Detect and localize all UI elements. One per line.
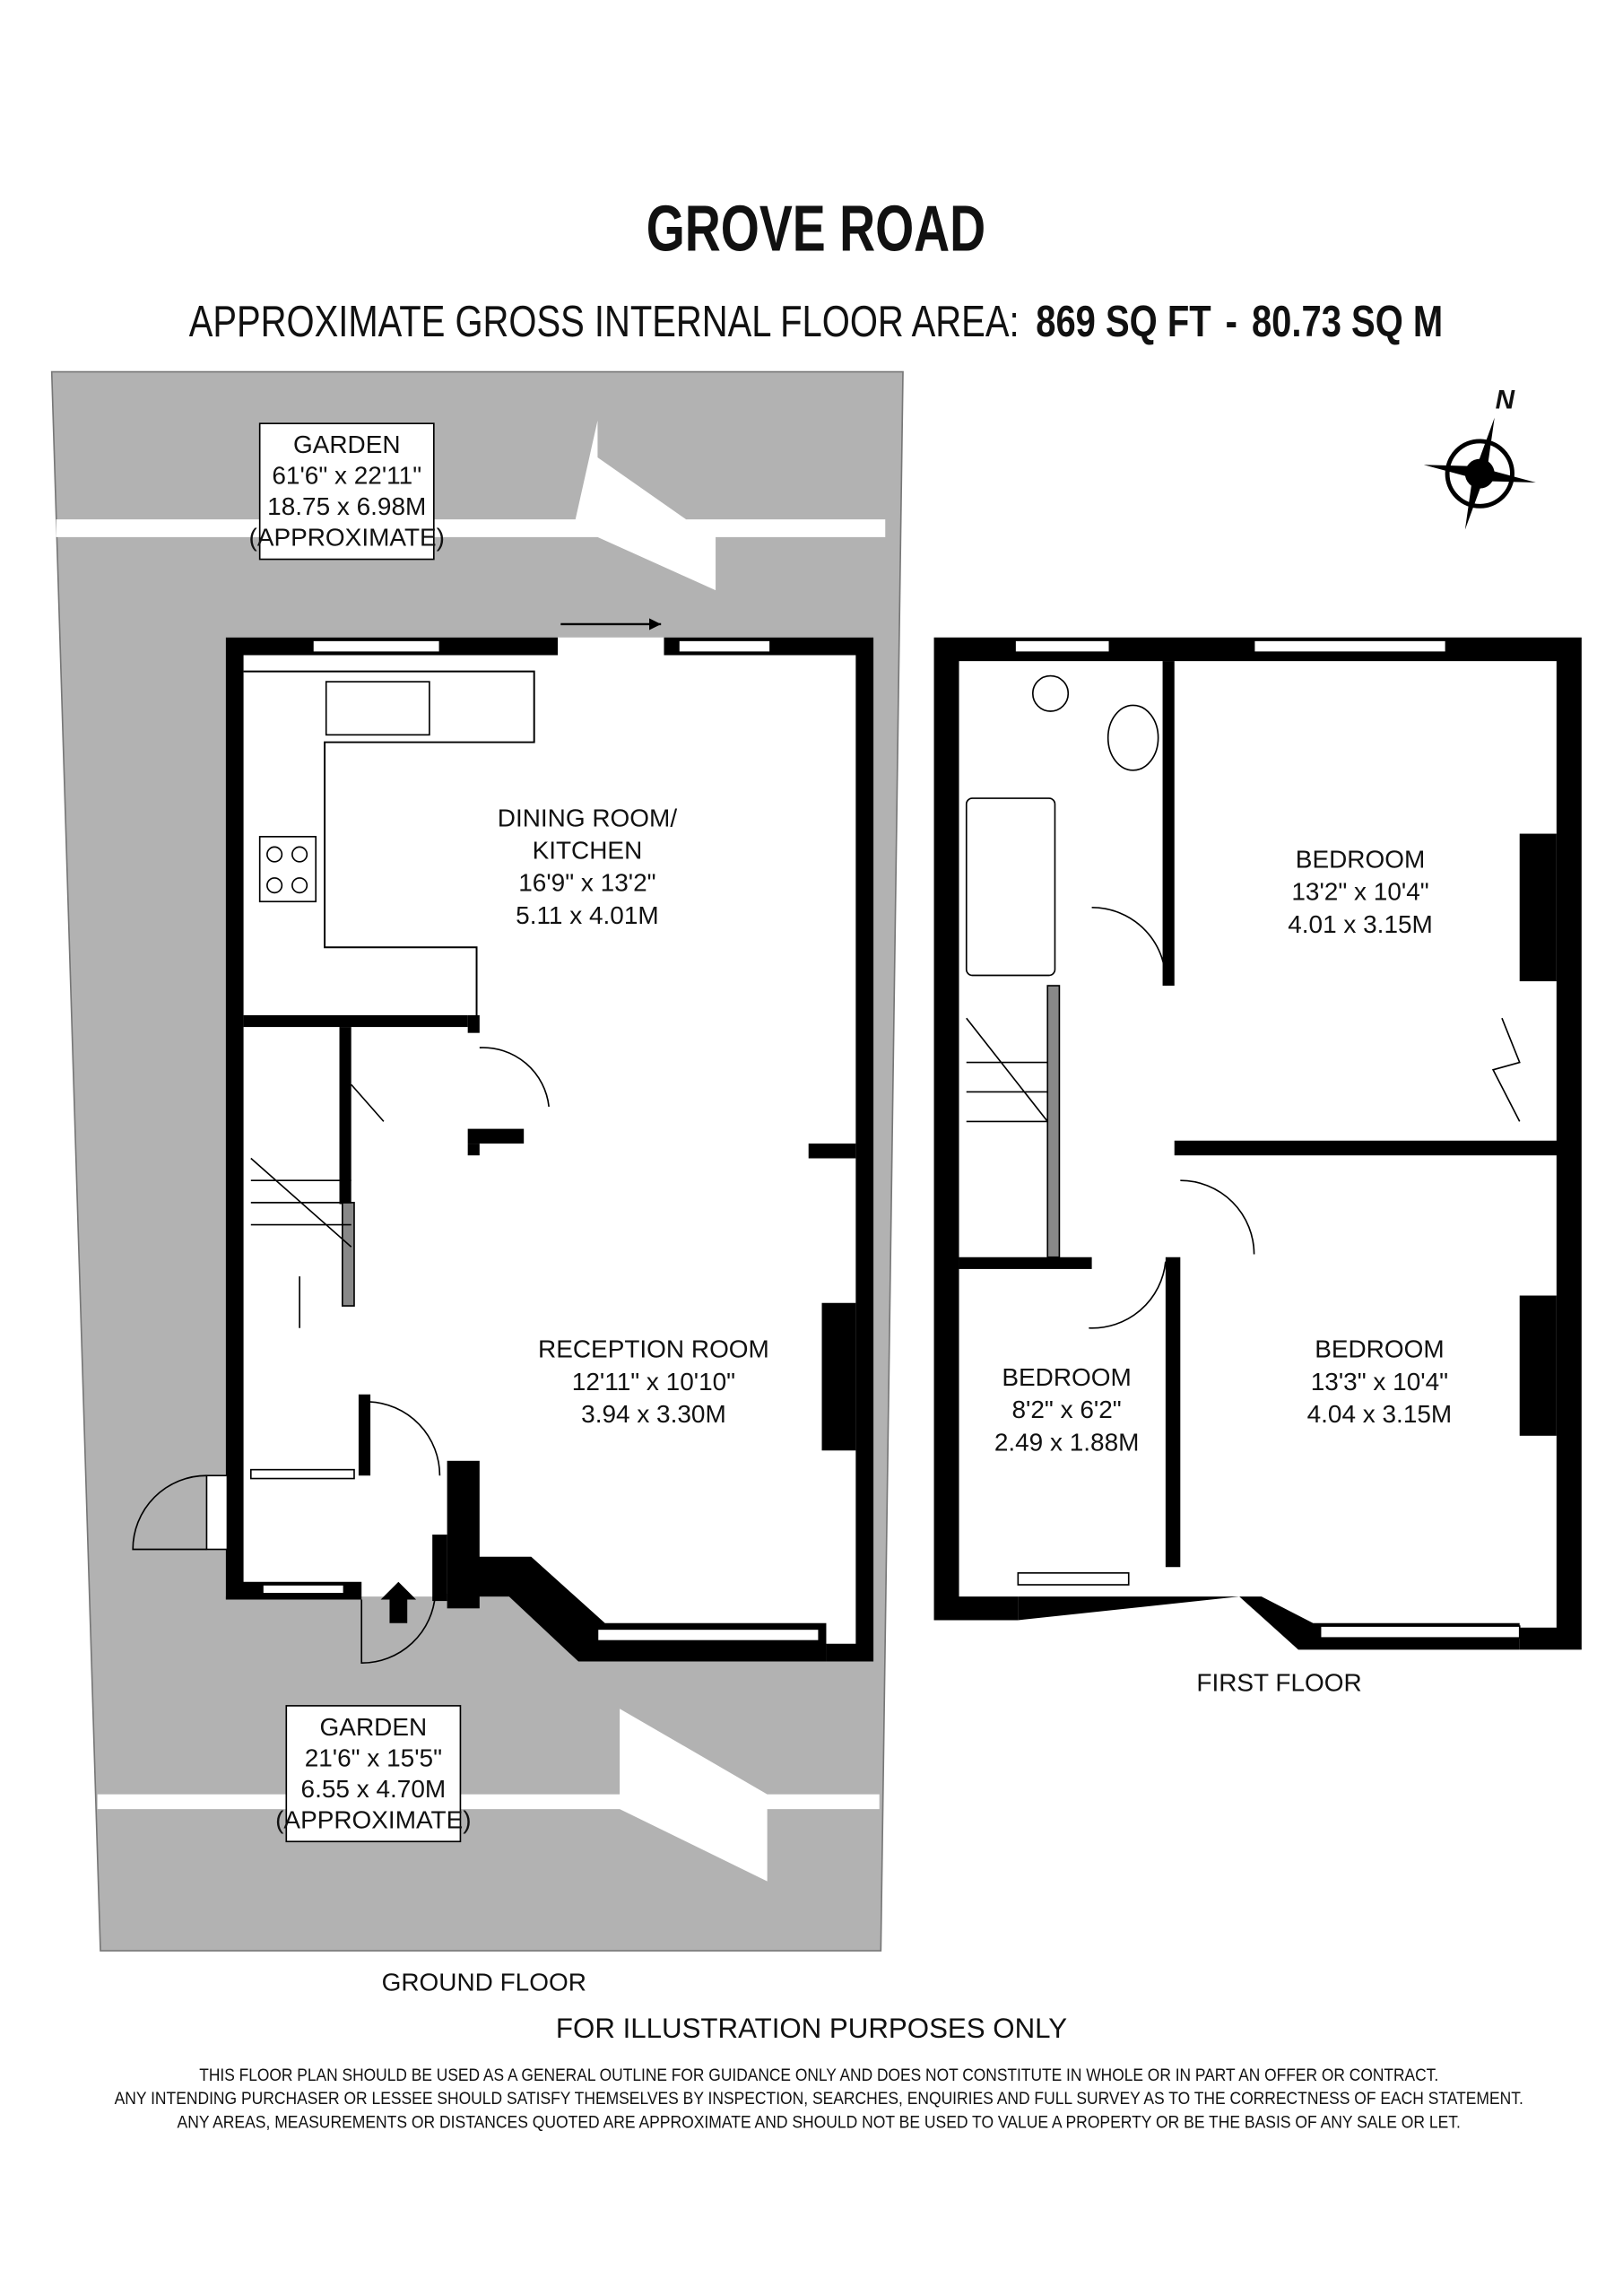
- room-label-reception: RECEPTION ROOM 12'11" x 10'10" 3.94 x 3.…: [538, 1335, 769, 1428]
- room-metric: 4.04 x 3.15M: [1307, 1400, 1453, 1428]
- area-line: APPROXIMATE GROSS INTERNAL FLOOR AREA: 86…: [189, 297, 1443, 346]
- disclaimer-line-2: ANY INTENDING PURCHASER OR LESSEE SHOULD…: [115, 2089, 1523, 2109]
- room-name: RECEPTION ROOM: [538, 1335, 769, 1363]
- garden-note: (APPROXIMATE): [275, 1805, 471, 1833]
- ground-floor-plan: [132, 618, 874, 1665]
- garden-imperial: 21'6" x 15'5": [305, 1744, 442, 1771]
- room-name: BEDROOM: [1002, 1363, 1131, 1391]
- garden-label-top: GARDEN 61'6" x 22'11" 18.75 x 6.98M (APP…: [249, 422, 445, 561]
- compass-north-label: N: [1496, 386, 1515, 415]
- room-label-bedroom-1: BEDROOM 13'2" x 10'4" 4.01 x 3.15M: [1288, 845, 1433, 937]
- room-imperial: 13'2" x 10'4": [1291, 878, 1428, 906]
- basin-icon: [1031, 674, 1070, 712]
- room-imperial: 16'9" x 13'2": [518, 869, 655, 897]
- disclaimer-line-1: THIS FLOOR PLAN SHOULD BE USED AS A GENE…: [199, 2066, 1438, 2085]
- garden-label-bottom: GARDEN 21'6" x 15'5" 6.55 x 4.70M (APPRO…: [275, 1705, 472, 1843]
- area-sqm: 80.73 SQ M: [1252, 297, 1443, 346]
- garden-break-top: [56, 420, 886, 591]
- compass-icon: N: [1423, 386, 1536, 530]
- room-name: DINING ROOM/: [498, 804, 678, 831]
- room-metric: 2.49 x 1.88M: [994, 1428, 1140, 1456]
- first-floor-label: FIRST FLOOR: [1196, 1668, 1361, 1696]
- garden-name: GARDEN: [293, 430, 401, 458]
- room-label-dining-kitchen: DINING ROOM/ KITCHEN 16'9" x 13'2" 5.11 …: [498, 804, 678, 929]
- room-name: BEDROOM: [1315, 1335, 1444, 1363]
- room-imperial: 8'2" x 6'2": [1012, 1396, 1122, 1423]
- room-imperial: 12'11" x 10'10": [572, 1368, 735, 1396]
- hob-icon: [258, 836, 317, 903]
- room-metric: 4.01 x 3.15M: [1288, 910, 1433, 938]
- disclaimer-line-3: ANY AREAS, MEASUREMENTS OR DISTANCES QUO…: [178, 2112, 1461, 2132]
- ground-floor-label: GROUND FLOOR: [382, 1968, 586, 1996]
- entrance-arrow-icon: [380, 1581, 417, 1623]
- room-imperial: 13'3" x 10'4": [1311, 1368, 1448, 1396]
- area-separator: -: [1226, 297, 1237, 346]
- room-name: BEDROOM: [1296, 845, 1425, 873]
- room-metric: 3.94 x 3.30M: [581, 1400, 726, 1428]
- room-label-bedroom-2: BEDROOM 13'3" x 10'4" 4.04 x 3.15M: [1307, 1335, 1453, 1428]
- room-metric: 5.11 x 4.01M: [516, 901, 659, 929]
- illustration-note: FOR ILLUSTRATION PURPOSES ONLY: [556, 2013, 1067, 2044]
- area-sqft: 869 SQ FT: [1036, 297, 1211, 346]
- toilet-icon: [1107, 704, 1159, 771]
- bath-icon: [965, 797, 1056, 977]
- sink-icon: [325, 681, 430, 736]
- room-label-bedroom-3: BEDROOM 8'2" x 6'2" 2.49 x 1.88M: [994, 1363, 1140, 1456]
- room-name: KITCHEN: [533, 837, 643, 865]
- area-label: APPROXIMATE GROSS INTERNAL FLOOR AREA:: [189, 297, 1020, 346]
- garden-note: (APPROXIMATE): [249, 524, 445, 552]
- garden-break-bottom: [97, 1709, 880, 1882]
- garden-imperial: 61'6" x 22'11": [272, 462, 421, 490]
- garden-metric: 6.55 x 4.70M: [301, 1775, 447, 1803]
- first-floor-plan: [933, 637, 1582, 1650]
- garden-name: GARDEN: [320, 1713, 428, 1741]
- page-title: GROVE ROAD: [647, 193, 985, 265]
- garden-metric: 18.75 x 6.98M: [267, 492, 426, 520]
